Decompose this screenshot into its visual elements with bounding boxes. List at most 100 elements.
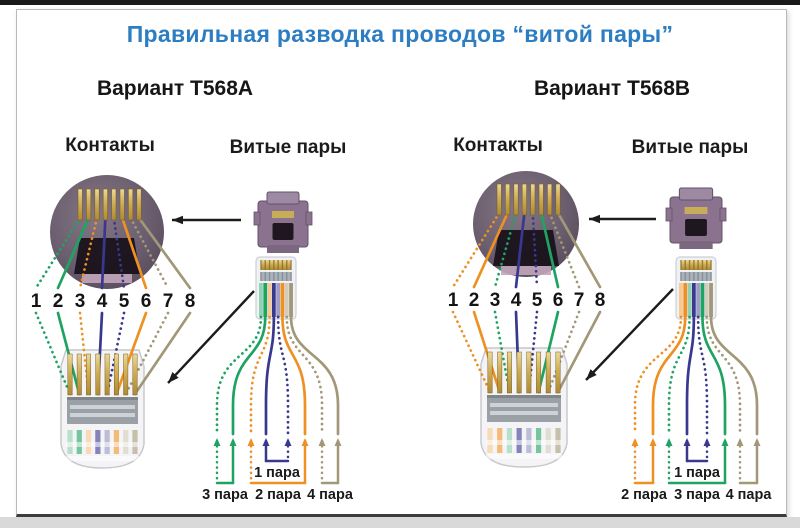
wire-stripe xyxy=(696,283,701,317)
wire-stripe xyxy=(276,283,281,317)
pair-label: 4 пара xyxy=(307,487,353,503)
wire xyxy=(701,315,727,436)
wire-stripe xyxy=(704,283,709,317)
gold-contact xyxy=(516,351,522,394)
wire xyxy=(112,216,126,290)
wire xyxy=(215,315,263,436)
gold-contact xyxy=(94,188,100,221)
arrowhead xyxy=(586,369,597,380)
pair-brackets xyxy=(213,438,342,485)
gold-contact xyxy=(530,183,536,216)
arrowhead xyxy=(683,438,691,446)
arrowhead xyxy=(753,438,761,446)
pin-number-label: 2 xyxy=(52,291,64,312)
wire xyxy=(276,315,290,436)
wire xyxy=(137,216,192,290)
pin-number-label: 2 xyxy=(468,290,480,311)
wire xyxy=(472,310,502,394)
contacts-label-b: Контакты xyxy=(453,135,543,156)
arrowhead xyxy=(213,438,221,446)
wire-stripe xyxy=(679,283,683,317)
gold-contact xyxy=(497,351,503,394)
gold-contact xyxy=(67,353,73,396)
arrowhead xyxy=(703,438,711,446)
arrows xyxy=(167,215,255,384)
keystone-jack-icon xyxy=(253,191,313,253)
gold-contact xyxy=(123,353,129,396)
twisted-pairs-label-b: Витые пары xyxy=(631,137,749,158)
gold-contact xyxy=(132,353,138,396)
wire xyxy=(100,216,107,290)
arrowhead xyxy=(649,438,657,446)
pair-label: 3 пара xyxy=(674,487,720,503)
wire xyxy=(451,310,492,394)
pin-number-label: 7 xyxy=(162,291,174,312)
wire-stripe xyxy=(683,283,688,317)
arrowhead xyxy=(589,214,600,224)
arrows xyxy=(585,214,674,381)
pair-label: 1 пара xyxy=(254,465,300,481)
gold-contact xyxy=(536,351,542,394)
gold-contact xyxy=(538,183,544,216)
pin-number-label: 5 xyxy=(531,290,543,311)
wire xyxy=(56,216,90,290)
wire xyxy=(56,311,81,396)
wire xyxy=(34,311,72,396)
gold-contact xyxy=(86,188,92,221)
gold-contact xyxy=(521,183,527,216)
arrowhead xyxy=(229,438,237,446)
wire xyxy=(133,311,192,396)
wire-stripe xyxy=(271,283,276,317)
wire xyxy=(264,315,276,436)
wire xyxy=(105,311,126,396)
gold-contact xyxy=(119,188,125,221)
gold-contact xyxy=(505,183,511,216)
pin-number-label: 1 xyxy=(447,290,459,311)
rj45-plug xyxy=(451,310,602,468)
gold-contact xyxy=(496,183,502,216)
pair-label: 4 пара xyxy=(725,487,772,503)
arrowhead xyxy=(284,438,292,446)
wire xyxy=(696,315,709,436)
wire-stripe xyxy=(289,283,293,317)
pin-number-label: 3 xyxy=(489,290,501,311)
pair-label: 3 пара xyxy=(202,487,248,503)
variant-diagram xyxy=(451,171,761,485)
twisted-pairs-label-a: Витые пары xyxy=(229,137,347,158)
pin-number-label: 3 xyxy=(74,291,86,312)
wire xyxy=(514,211,526,289)
wire xyxy=(705,315,742,436)
twisted-pair-plug xyxy=(675,256,717,320)
wire xyxy=(285,315,324,436)
gold-contact xyxy=(547,183,553,216)
gold-contact xyxy=(513,183,519,216)
gold-contact xyxy=(136,188,142,221)
gold-contact xyxy=(113,353,119,396)
wire xyxy=(120,216,148,290)
top-border xyxy=(0,0,800,5)
contacts-label-a: Контакты xyxy=(65,135,155,156)
gold-contact xyxy=(77,188,83,221)
variant-a-title: Вариант T568A xyxy=(96,77,254,100)
contacts-photo xyxy=(451,171,602,289)
pair-label: 2 пара xyxy=(255,487,301,503)
plug-latch xyxy=(67,397,138,424)
wire-stripe xyxy=(700,283,705,317)
gold-contact xyxy=(487,351,493,394)
wire xyxy=(78,216,99,290)
arrowhead xyxy=(736,438,744,446)
arrowhead xyxy=(318,438,326,446)
wire-stripe xyxy=(267,283,272,317)
wire xyxy=(709,315,759,436)
gold-contact xyxy=(95,353,101,396)
arrowhead xyxy=(631,438,639,446)
wire-stripe xyxy=(280,283,285,317)
arrowhead xyxy=(262,438,270,446)
arrowhead xyxy=(168,372,179,383)
pin-number-label: 4 xyxy=(96,291,108,312)
pair-label: 2 пара xyxy=(621,487,667,503)
gold-contact xyxy=(526,351,532,394)
pin-number-label: 8 xyxy=(184,291,196,312)
wire xyxy=(556,310,602,394)
gold-contact xyxy=(555,183,561,216)
